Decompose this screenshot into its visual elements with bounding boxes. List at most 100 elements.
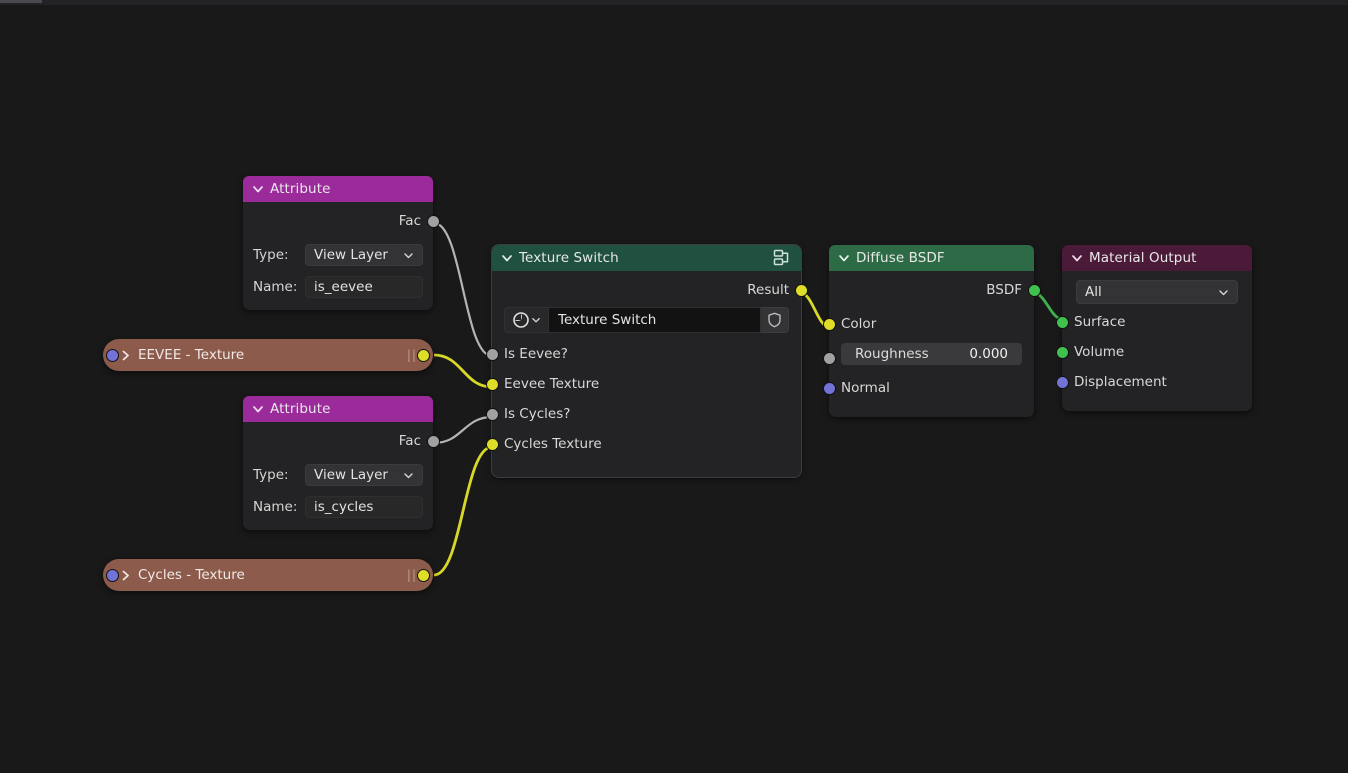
node-diffuse-bsdf[interactable]: Diffuse BSDF BSDF Color Roughness 0.000 … [822, 245, 1041, 417]
output-row-fac[interactable]: Fac [243, 206, 440, 236]
chevron-down-icon[interactable] [251, 402, 265, 416]
link-cycles-texture-to-cycles-input [433, 445, 493, 577]
prop-name: Name: is_cycles [243, 492, 433, 522]
node-body: All Surface Volume Displacement [1055, 271, 1252, 411]
node-body: Fac Type: View Layer Name: is_cycles [243, 422, 440, 530]
target-dropdown[interactable]: All [1076, 280, 1238, 304]
socket-input-vector[interactable] [106, 568, 119, 582]
socket-input-color[interactable] [822, 317, 836, 331]
roughness-slider[interactable]: Roughness 0.000 [841, 343, 1022, 365]
input-label: Surface [1074, 314, 1126, 330]
target-value: All [1085, 284, 1102, 300]
node-header[interactable]: Material Output [1062, 245, 1252, 271]
input-label: Normal [841, 380, 890, 396]
node-header[interactable]: Attribute [243, 176, 433, 202]
fake-user-shield-icon[interactable] [761, 307, 789, 333]
type-value: View Layer [314, 467, 388, 483]
input-label: Is Eevee? [504, 346, 568, 362]
chevron-down-icon[interactable] [837, 251, 851, 265]
output-label: Fac [398, 433, 421, 449]
input-row-color[interactable]: Color [822, 309, 1034, 339]
socket-output-bsdf[interactable] [1027, 283, 1041, 297]
chevron-down-icon [404, 472, 413, 478]
nodetree-glyph [513, 312, 529, 328]
output-label: BSDF [986, 282, 1022, 298]
socket-input-vector[interactable] [106, 348, 119, 362]
nodetree-icon[interactable] [504, 307, 548, 333]
socket-input-normal[interactable] [822, 381, 836, 395]
input-row-volume[interactable]: Volume [1055, 337, 1252, 367]
chevron-down-icon [1219, 289, 1228, 295]
node-attribute-cycles[interactable]: Attribute Fac Type: View Layer Name: is_… [243, 396, 440, 530]
socket-input-eevee-texture[interactable] [485, 377, 499, 391]
chevron-down-icon[interactable] [500, 251, 514, 265]
prop-type: Type: View Layer [243, 240, 433, 270]
socket-output-color[interactable] [417, 568, 430, 582]
link-bsdf-to-surface [1033, 291, 1063, 321]
node-title: Cycles - Texture [138, 567, 245, 583]
chevron-down-icon [404, 252, 413, 258]
node-bottom-padding [492, 459, 801, 469]
node-eevee-texture-collapsed[interactable]: EEVEE - Texture || [103, 339, 433, 371]
socket-output-fac[interactable] [426, 214, 440, 228]
node-cycles-texture-collapsed[interactable]: Cycles - Texture || [103, 559, 433, 591]
output-row-result[interactable]: Result [492, 275, 808, 305]
input-row-surface[interactable]: Surface [1055, 307, 1252, 337]
editor-top-strip [0, 0, 1348, 5]
name-input[interactable]: is_eevee [305, 276, 423, 298]
node-group-icon[interactable] [773, 249, 793, 267]
link-attr-cycles-to-is-cycles [433, 415, 493, 445]
node-body: Result Texture Switch [485, 271, 808, 477]
socket-output-fac[interactable] [426, 434, 440, 448]
socket-input-surface[interactable] [1055, 315, 1069, 329]
node-bottom-padding [829, 403, 1034, 409]
input-label: Cycles Texture [504, 436, 602, 452]
socket-output-result[interactable] [794, 283, 808, 297]
chevron-down-icon[interactable] [1070, 251, 1084, 265]
node-body: BSDF Color Roughness 0.000 Normal [822, 271, 1041, 417]
input-row-is-cycles[interactable]: Is Cycles? [485, 399, 801, 429]
prop-type: Type: View Layer [243, 460, 433, 490]
name-input[interactable]: is_cycles [305, 496, 423, 518]
chevron-down-icon [532, 318, 540, 323]
type-dropdown[interactable]: View Layer [305, 464, 423, 486]
socket-input-is-eevee[interactable] [485, 347, 499, 361]
node-material-output[interactable]: Material Output All Surface Volume [1055, 245, 1252, 411]
chevron-down-icon[interactable] [251, 182, 265, 196]
input-row-eevee-texture[interactable]: Eevee Texture [485, 369, 801, 399]
prop-label-type: Type: [253, 247, 289, 263]
output-row-fac[interactable]: Fac [243, 426, 440, 456]
socket-input-roughness[interactable] [822, 351, 836, 365]
socket-input-is-cycles[interactable] [485, 407, 499, 421]
link-eevee-texture-to-eevee-input [433, 353, 493, 389]
node-header[interactable]: Texture Switch [492, 245, 801, 271]
socket-output-color[interactable] [417, 348, 430, 362]
nodetree-name-input[interactable]: Texture Switch [548, 307, 761, 333]
node-texture-switch[interactable]: Texture Switch Result [485, 244, 808, 478]
socket-input-displacement[interactable] [1055, 375, 1069, 389]
input-row-normal[interactable]: Normal [822, 373, 1034, 403]
input-row-is-eevee[interactable]: Is Eevee? [485, 339, 801, 369]
input-label: Color [841, 316, 877, 332]
prop-label-name: Name: [253, 499, 298, 515]
nodetree-datablock-selector[interactable]: Texture Switch [504, 307, 789, 333]
input-label: Is Cycles? [504, 406, 571, 422]
input-row-displacement[interactable]: Displacement [1055, 367, 1252, 397]
socket-input-volume[interactable] [1055, 345, 1069, 359]
node-attribute-eevee[interactable]: Attribute Fac Type: View Layer Name: is_… [243, 176, 440, 310]
chevron-right-icon[interactable] [119, 349, 132, 362]
input-row-cycles-texture[interactable]: Cycles Texture [485, 429, 801, 459]
type-dropdown[interactable]: View Layer [305, 244, 423, 266]
input-label: Volume [1074, 344, 1125, 360]
node-title: Attribute [270, 401, 331, 417]
input-row-roughness[interactable]: Roughness 0.000 [822, 343, 1034, 373]
roughness-label: Roughness [855, 346, 929, 362]
node-header[interactable]: Attribute [243, 396, 433, 422]
input-label: Eevee Texture [504, 376, 600, 392]
output-row-bsdf[interactable]: BSDF [829, 275, 1041, 305]
output-label: Result [747, 282, 789, 298]
node-header[interactable]: Diffuse BSDF [829, 245, 1034, 271]
socket-input-cycles-texture[interactable] [485, 437, 499, 451]
chevron-right-icon[interactable] [119, 569, 132, 582]
